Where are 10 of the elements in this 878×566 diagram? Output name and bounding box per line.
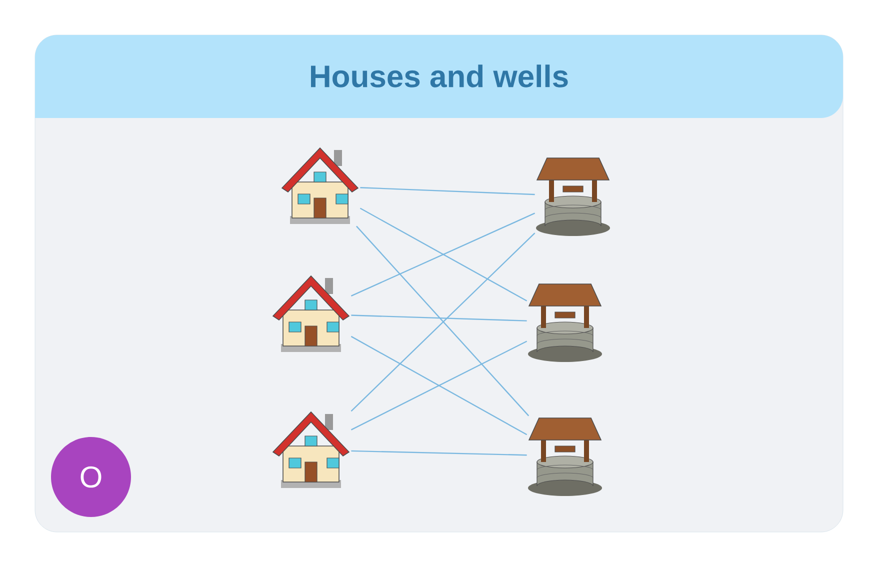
connector-line: [350, 212, 536, 296]
connector-line: [360, 208, 528, 302]
connector-line: [360, 187, 535, 196]
well-drawing: [528, 284, 602, 362]
well-drawing: [536, 158, 610, 236]
avatar-badge: O: [51, 437, 131, 517]
connector-line: [351, 450, 527, 456]
well-drawing: [528, 418, 602, 496]
connector-line: [351, 314, 527, 322]
card-header: Houses and wells: [35, 35, 843, 118]
